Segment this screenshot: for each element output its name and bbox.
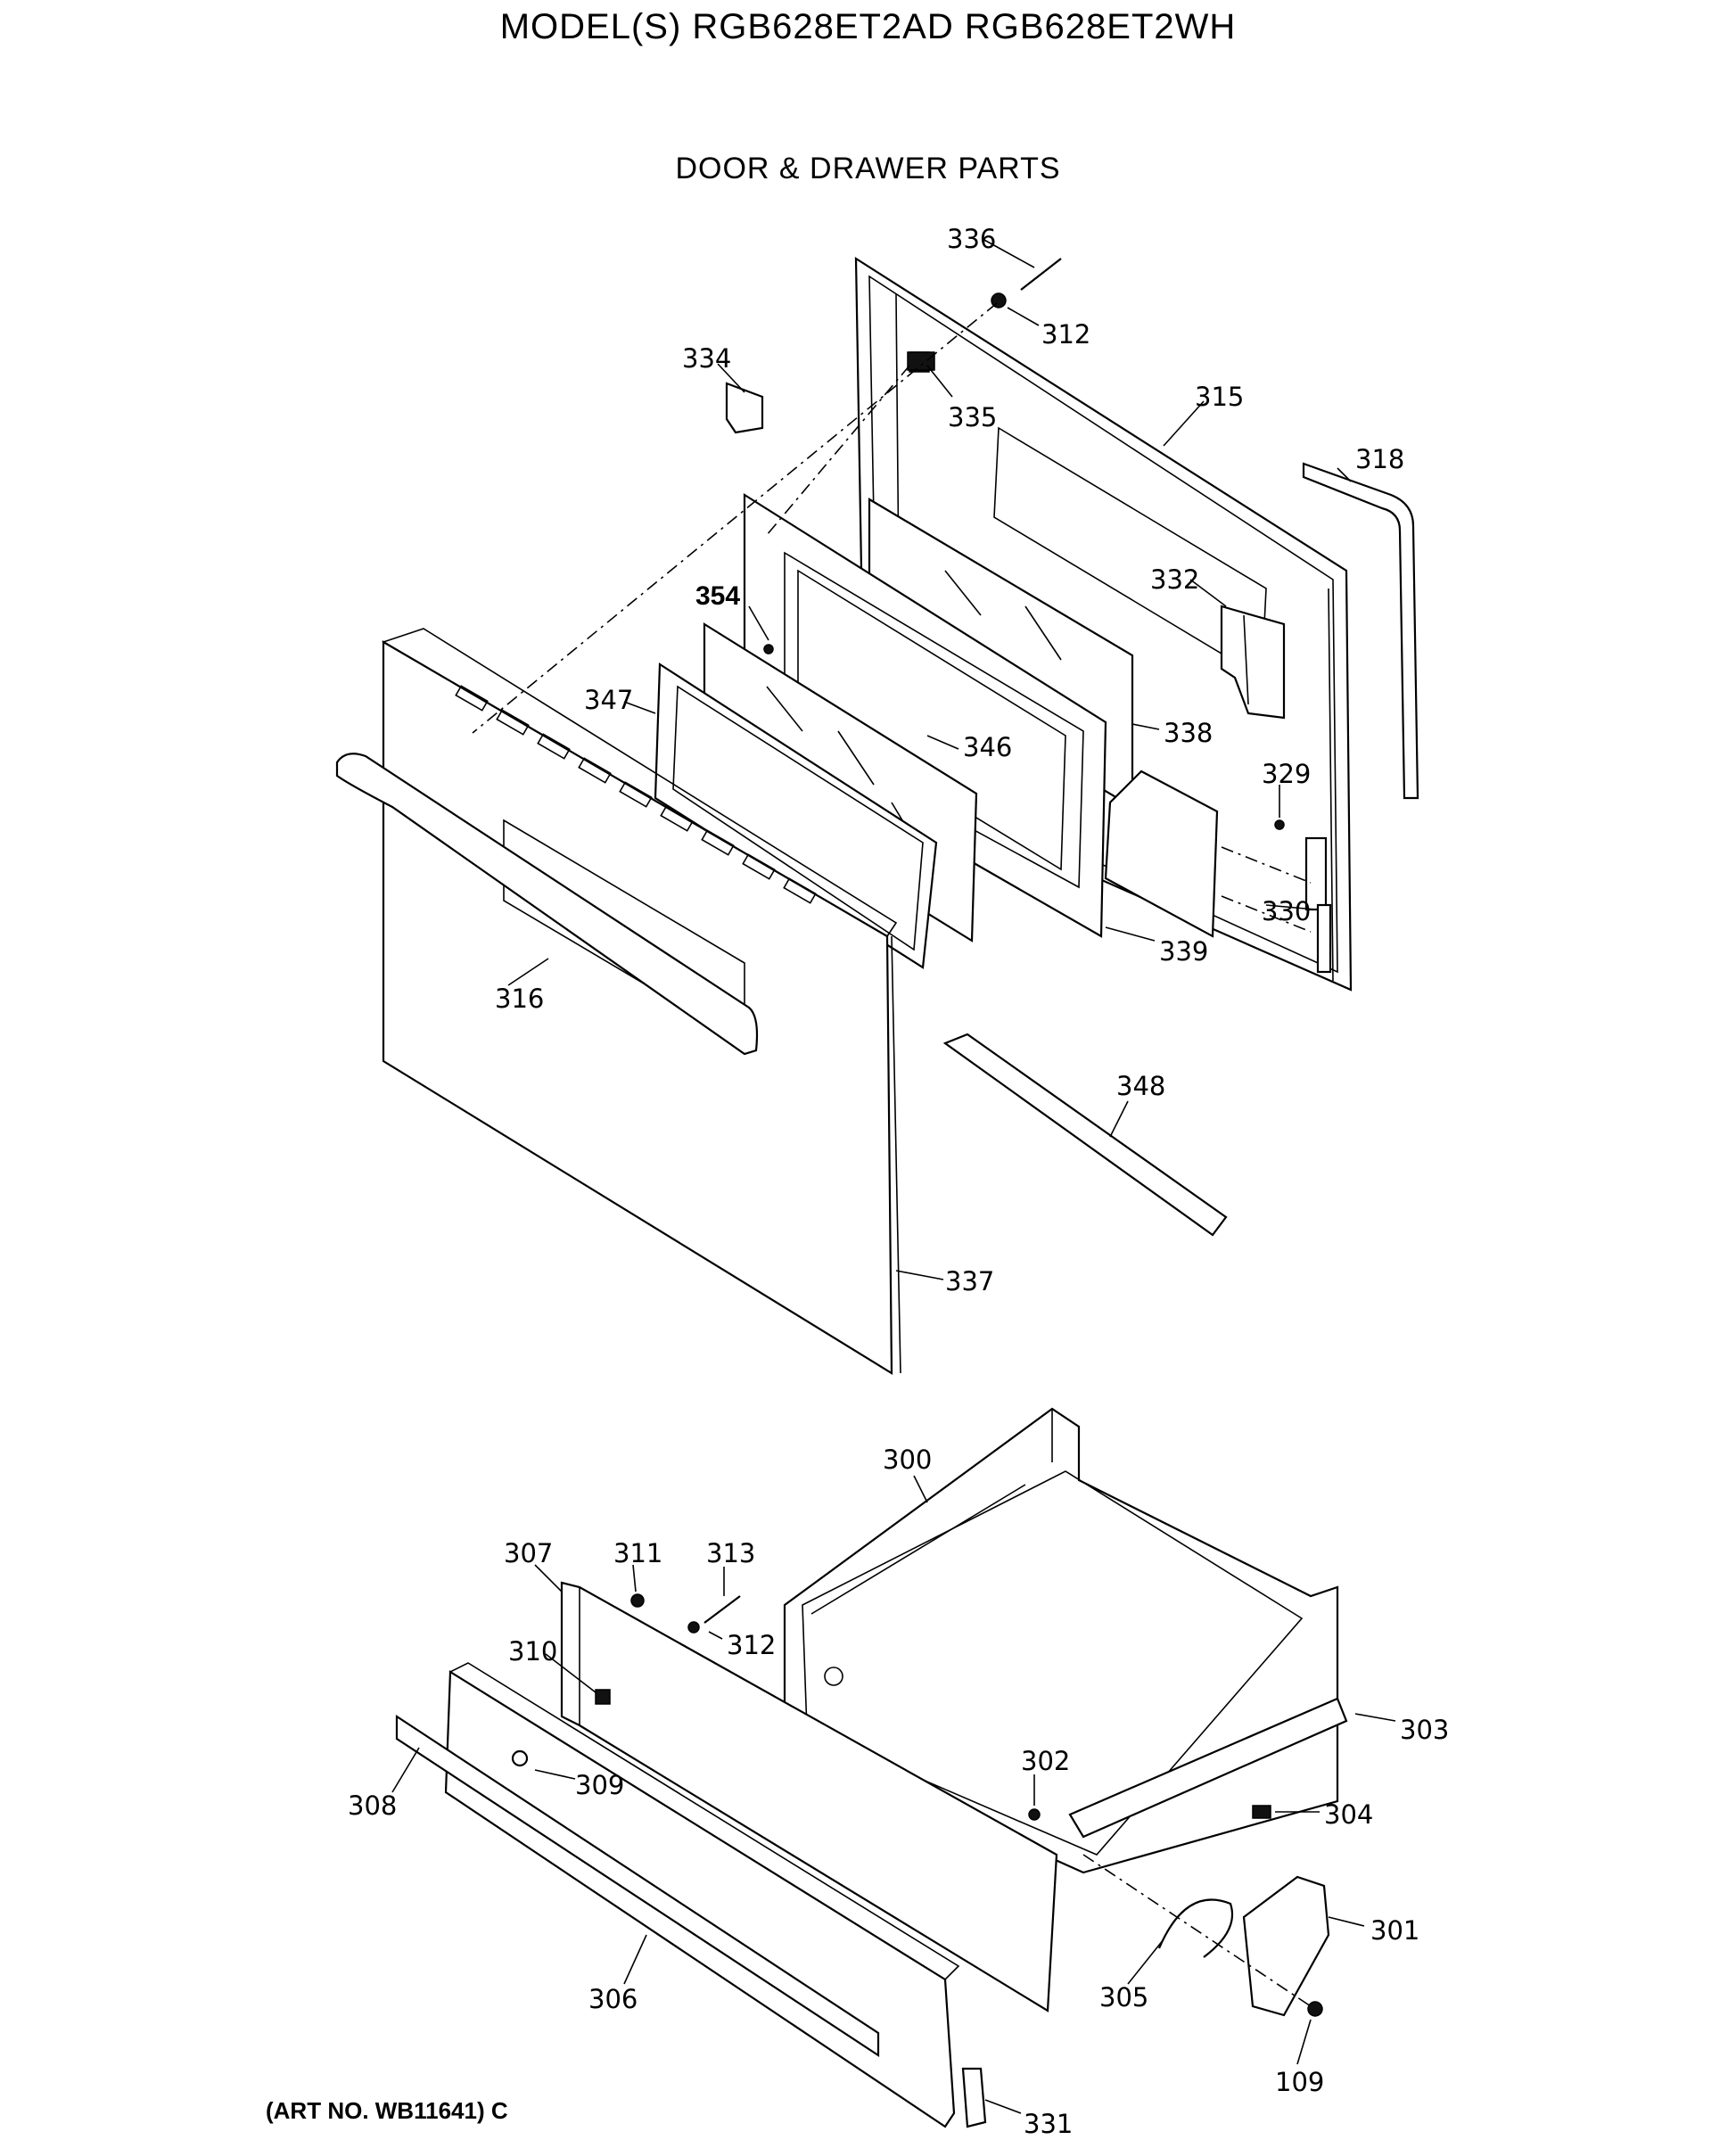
callout-309: 309 [575,1770,624,1800]
side-rail-303 [1068,1697,1348,1839]
callout-347: 347 [584,685,633,715]
callout-304: 304 [1324,1799,1373,1830]
model-title: MODEL(S) RGB628ET2AD RGB628ET2WH [499,7,1237,46]
callout-354: 354 [695,581,740,611]
art-number: (ART NO. WB11641) C [266,2097,508,2124]
callout-346: 346 [963,732,1012,762]
callout-330: 330 [1262,896,1311,926]
inner-drawer-front-307 [560,1581,1058,2012]
leader-lines-drawer [391,1475,1396,2114]
callout-labels: 336 312 334 335 315 318 332 354 347 346 … [348,224,1449,2139]
section-title: DOOR & DRAWER PARTS [675,152,1061,185]
spring-305 [1157,1898,1234,1958]
nut-312b [687,1621,700,1634]
callout-312a: 312 [1041,319,1090,350]
bracket-334 [725,382,764,434]
callout-337: 337 [945,1266,994,1296]
clip-310 [595,1689,611,1705]
bracket-331 [961,2067,987,2128]
glass-frame-347 [654,663,938,969]
fastener-309 [511,1749,529,1767]
screw-329 [1274,819,1285,830]
callout-329: 329 [1262,759,1311,789]
door-handle-316 [335,753,759,1056]
callout-310: 310 [508,1636,557,1667]
insulation-332 [1220,605,1286,720]
callout-308: 308 [348,1790,397,1821]
callout-311: 311 [613,1538,662,1568]
callout-334: 334 [682,343,731,374]
callout-335: 335 [948,402,997,432]
callout-300: 300 [883,1444,932,1475]
screw-302 [1028,1808,1041,1821]
bracket-301 [1242,1875,1330,2017]
callout-301: 301 [1370,1915,1419,1946]
callout-332: 332 [1150,564,1199,595]
nut-109 [1307,2001,1323,2017]
callout-305: 305 [1099,1982,1148,2012]
callout-331: 331 [1024,2109,1073,2139]
heat-shield-339 [1104,770,1219,938]
gasket-318 [1302,462,1419,800]
latch-335 [907,351,935,371]
drawer-handle-308 [395,1714,880,2058]
callout-307: 307 [504,1538,553,1568]
screw-336 [1020,258,1062,291]
callout-312b: 312 [727,1630,776,1660]
callout-313: 313 [706,1538,755,1568]
callout-348: 348 [1116,1071,1165,1101]
callout-316: 316 [495,984,544,1014]
callout-109: 109 [1275,2067,1324,2097]
screw-311 [630,1593,645,1608]
callout-318: 318 [1355,444,1404,474]
screw-313 [703,1595,741,1624]
callout-338: 338 [1164,718,1213,748]
trim-bar-348 [942,1033,1228,1237]
vent-slots [455,685,817,904]
callout-302: 302 [1021,1746,1070,1776]
callout-315: 315 [1195,382,1244,412]
hinge-330 [1221,836,1332,974]
callout-303: 303 [1400,1715,1449,1745]
leader-lines-door [507,238,1352,1280]
clip-304 [1252,1805,1271,1819]
callout-336: 336 [947,224,996,254]
callout-339: 339 [1159,936,1208,967]
callout-306: 306 [588,1984,638,2014]
